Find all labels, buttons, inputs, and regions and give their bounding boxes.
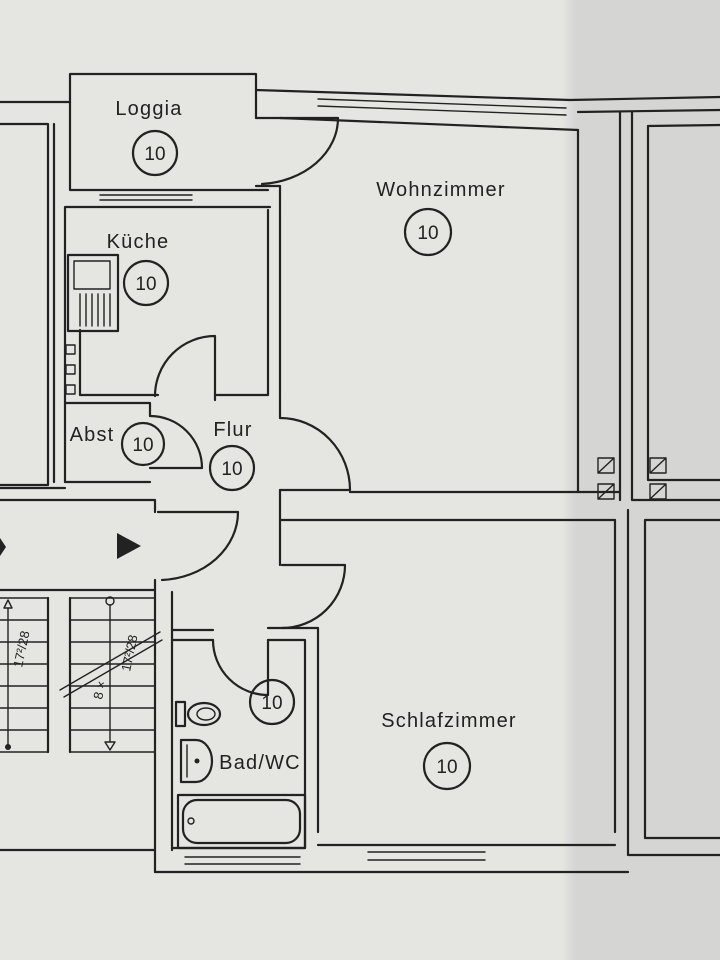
toilet-bowl: [186, 701, 222, 727]
wall-right: [576, 110, 720, 857]
stove-hob: [73, 260, 111, 290]
toilet-tank: [174, 700, 187, 728]
wall-kitchen: [63, 184, 282, 484]
room-abst: Abst 10: [70, 421, 166, 467]
room-name-wohnzimmer: Wohnzimmer: [376, 179, 505, 201]
window-kitchen: [99, 194, 193, 201]
vent-shaft-icon: [649, 457, 667, 500]
washbasin-drain: [194, 758, 200, 764]
room-number-wohnzimmer: 10: [417, 223, 438, 244]
room-number-bad: 10: [261, 693, 282, 714]
stair-flight-left: [0, 597, 49, 753]
room-name-bad: Bad/WC: [219, 752, 301, 774]
doors: [148, 116, 352, 697]
room-wohnzimmer: Wohnzimmer 10: [376, 179, 505, 257]
bathtub-basin: [181, 798, 302, 845]
triangle-right-icon: [117, 533, 141, 559]
room-number-circle: [208, 444, 256, 492]
stair-stringers: [46, 596, 72, 754]
room-schlafzimmer: Schlafzimmer 10: [381, 710, 517, 791]
wall-stairwell: [0, 486, 174, 874]
wall-loggia: [68, 72, 282, 192]
room-number-circle: [248, 678, 296, 726]
walking-line-end-dot: [5, 744, 11, 750]
stair-note-right-count: 8 ×: [90, 679, 109, 700]
room-number-circle: [403, 207, 453, 257]
toilet-seat: [196, 707, 216, 721]
bathtub: [176, 793, 307, 850]
room-name-flur: Flur: [213, 419, 252, 441]
room-bad: 10 Bad/WC: [219, 678, 301, 774]
wall-flur-right: [170, 488, 320, 850]
room-name-loggia: Loggia: [115, 98, 182, 120]
room-number-schlafzimmer: 10: [436, 757, 457, 778]
wall-top-exterior: [254, 88, 720, 132]
room-name-kueche: Küche: [107, 231, 170, 253]
room-number-circle: [422, 741, 472, 791]
room-number-circle: [122, 259, 170, 307]
stove-hatching: [79, 293, 111, 327]
room-number-abst: 10: [132, 435, 153, 456]
stove-outline: [66, 253, 120, 333]
room-number-loggia: 10: [144, 144, 165, 165]
room-name-schlafzimmer: Schlafzimmer: [381, 710, 517, 732]
kitchen-stove: [66, 253, 120, 333]
room-flur: Flur 10: [208, 419, 256, 492]
ventilation-shafts: [597, 457, 667, 500]
room-kueche: Küche 10: [107, 231, 170, 307]
cabinet-icon: [65, 384, 76, 395]
door-kueche: [153, 334, 217, 402]
window-bad: [184, 856, 301, 865]
cabinet-icon: [65, 344, 76, 355]
door-entrance: [156, 510, 240, 582]
stair-note-left: 17²/28: [10, 629, 32, 668]
room-number-kueche: 10: [135, 274, 156, 295]
door-schlafzimmer: [280, 563, 347, 630]
wall-wohnzimmer-schlafzimmer: [278, 490, 622, 522]
vent-shaft-icon: [597, 457, 615, 500]
bathtub-drain: [187, 817, 195, 825]
room-number-flur: 10: [221, 459, 242, 480]
stair-cut-line: [59, 631, 163, 698]
door-abstellraum: [148, 414, 204, 470]
door-bad: [211, 638, 270, 697]
washbasin-outline: [179, 738, 214, 784]
window-wohnzimmer: [317, 98, 567, 116]
walking-line-left: [3, 599, 13, 746]
kitchen-cabinets: [65, 344, 76, 395]
toilet: [174, 700, 222, 728]
wall-abstellraum: [63, 401, 152, 484]
room-name-abst: Abst: [70, 424, 115, 446]
window-schlafzimmer: [367, 851, 486, 861]
cabinet-icon: [65, 364, 76, 375]
door-loggia: [254, 116, 340, 186]
room-loggia: Loggia 10: [115, 98, 182, 177]
room-number-circle: [131, 129, 179, 177]
washbasin: [179, 738, 214, 784]
bathtub-outline: [176, 793, 307, 850]
walking-line-right: [104, 604, 116, 751]
room-number-circle: [120, 421, 166, 467]
stair-note-right: 17²/28: [118, 633, 140, 672]
door-wohnzimmer: [278, 416, 352, 492]
stairwell: 17²/28 8 × 17²/28: [0, 533, 163, 754]
edge-arrow-icon: [0, 538, 6, 556]
wall-left-unit: [0, 100, 72, 487]
